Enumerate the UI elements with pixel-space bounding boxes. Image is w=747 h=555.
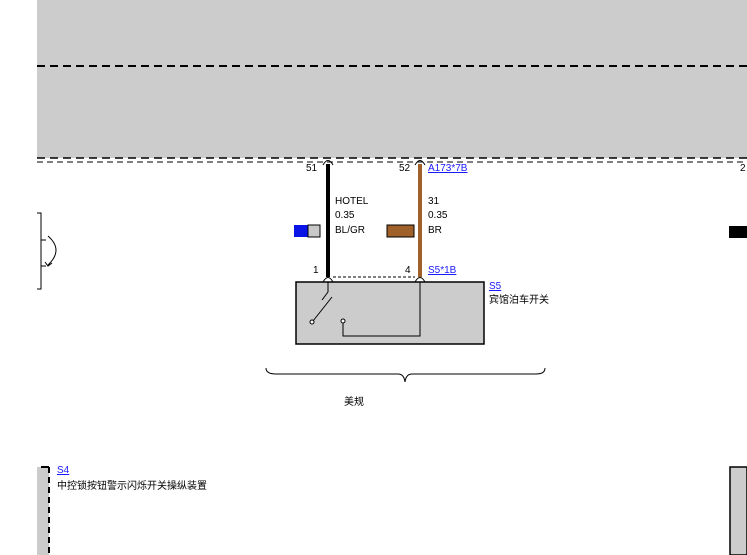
pin-51-label: 51 [306, 163, 318, 174]
switch-ground-path [342, 282, 421, 337]
left-bracket [37, 212, 42, 290]
pin-1-label: 1 [313, 265, 319, 276]
pin-1-connector-icon [322, 277, 334, 283]
wire-31-gauge: 0.35 [428, 210, 448, 221]
wire-31-color: BR [428, 225, 442, 236]
swatch-br [386, 224, 415, 238]
wire-31-circuit: 31 [428, 196, 440, 207]
right-edge-swatch [729, 226, 747, 238]
switch-lead-bend [321, 291, 329, 301]
pin-2-label: 2 [740, 163, 746, 174]
arrow-head-icon [44, 261, 53, 267]
pin-52-label: 52 [399, 163, 411, 174]
switch-s5-name: 宾馆泊车开关 [489, 295, 549, 306]
swatch-bl [294, 225, 308, 237]
pin-51-connector-icon [322, 160, 334, 166]
continuation-arrow-icon [47, 235, 57, 266]
top-component-body [37, 0, 747, 158]
connector-a173-link[interactable]: A173*7B [428, 163, 468, 174]
switch-contact-icon [312, 296, 333, 322]
variant-label: 美规 [344, 397, 364, 408]
switch-s5-body [295, 281, 485, 345]
switch-pivot-icon [309, 319, 315, 325]
connector-s5-link[interactable]: S5*1B [428, 265, 457, 276]
wire-hotel-gauge: 0.35 [335, 210, 355, 221]
wire-hotel-circuit: HOTEL [335, 196, 369, 207]
switch-terminal-icon [340, 318, 346, 324]
pin-4-connector-icon [414, 277, 426, 283]
component-s4-name: 中控锁按钮警示闪烁开关操纵装置 [57, 481, 207, 492]
component-s4-link[interactable]: S4 [57, 465, 70, 476]
variant-brace [265, 367, 546, 383]
component-s4-body [37, 467, 49, 555]
wire-hotel-color: BL/GR [335, 225, 366, 236]
component-right-body [729, 466, 747, 555]
pin-52-connector-icon [414, 160, 426, 166]
pin-4-label: 4 [405, 265, 411, 276]
swatch-gr [307, 224, 321, 238]
switch-s5-link[interactable]: S5 [489, 281, 502, 292]
